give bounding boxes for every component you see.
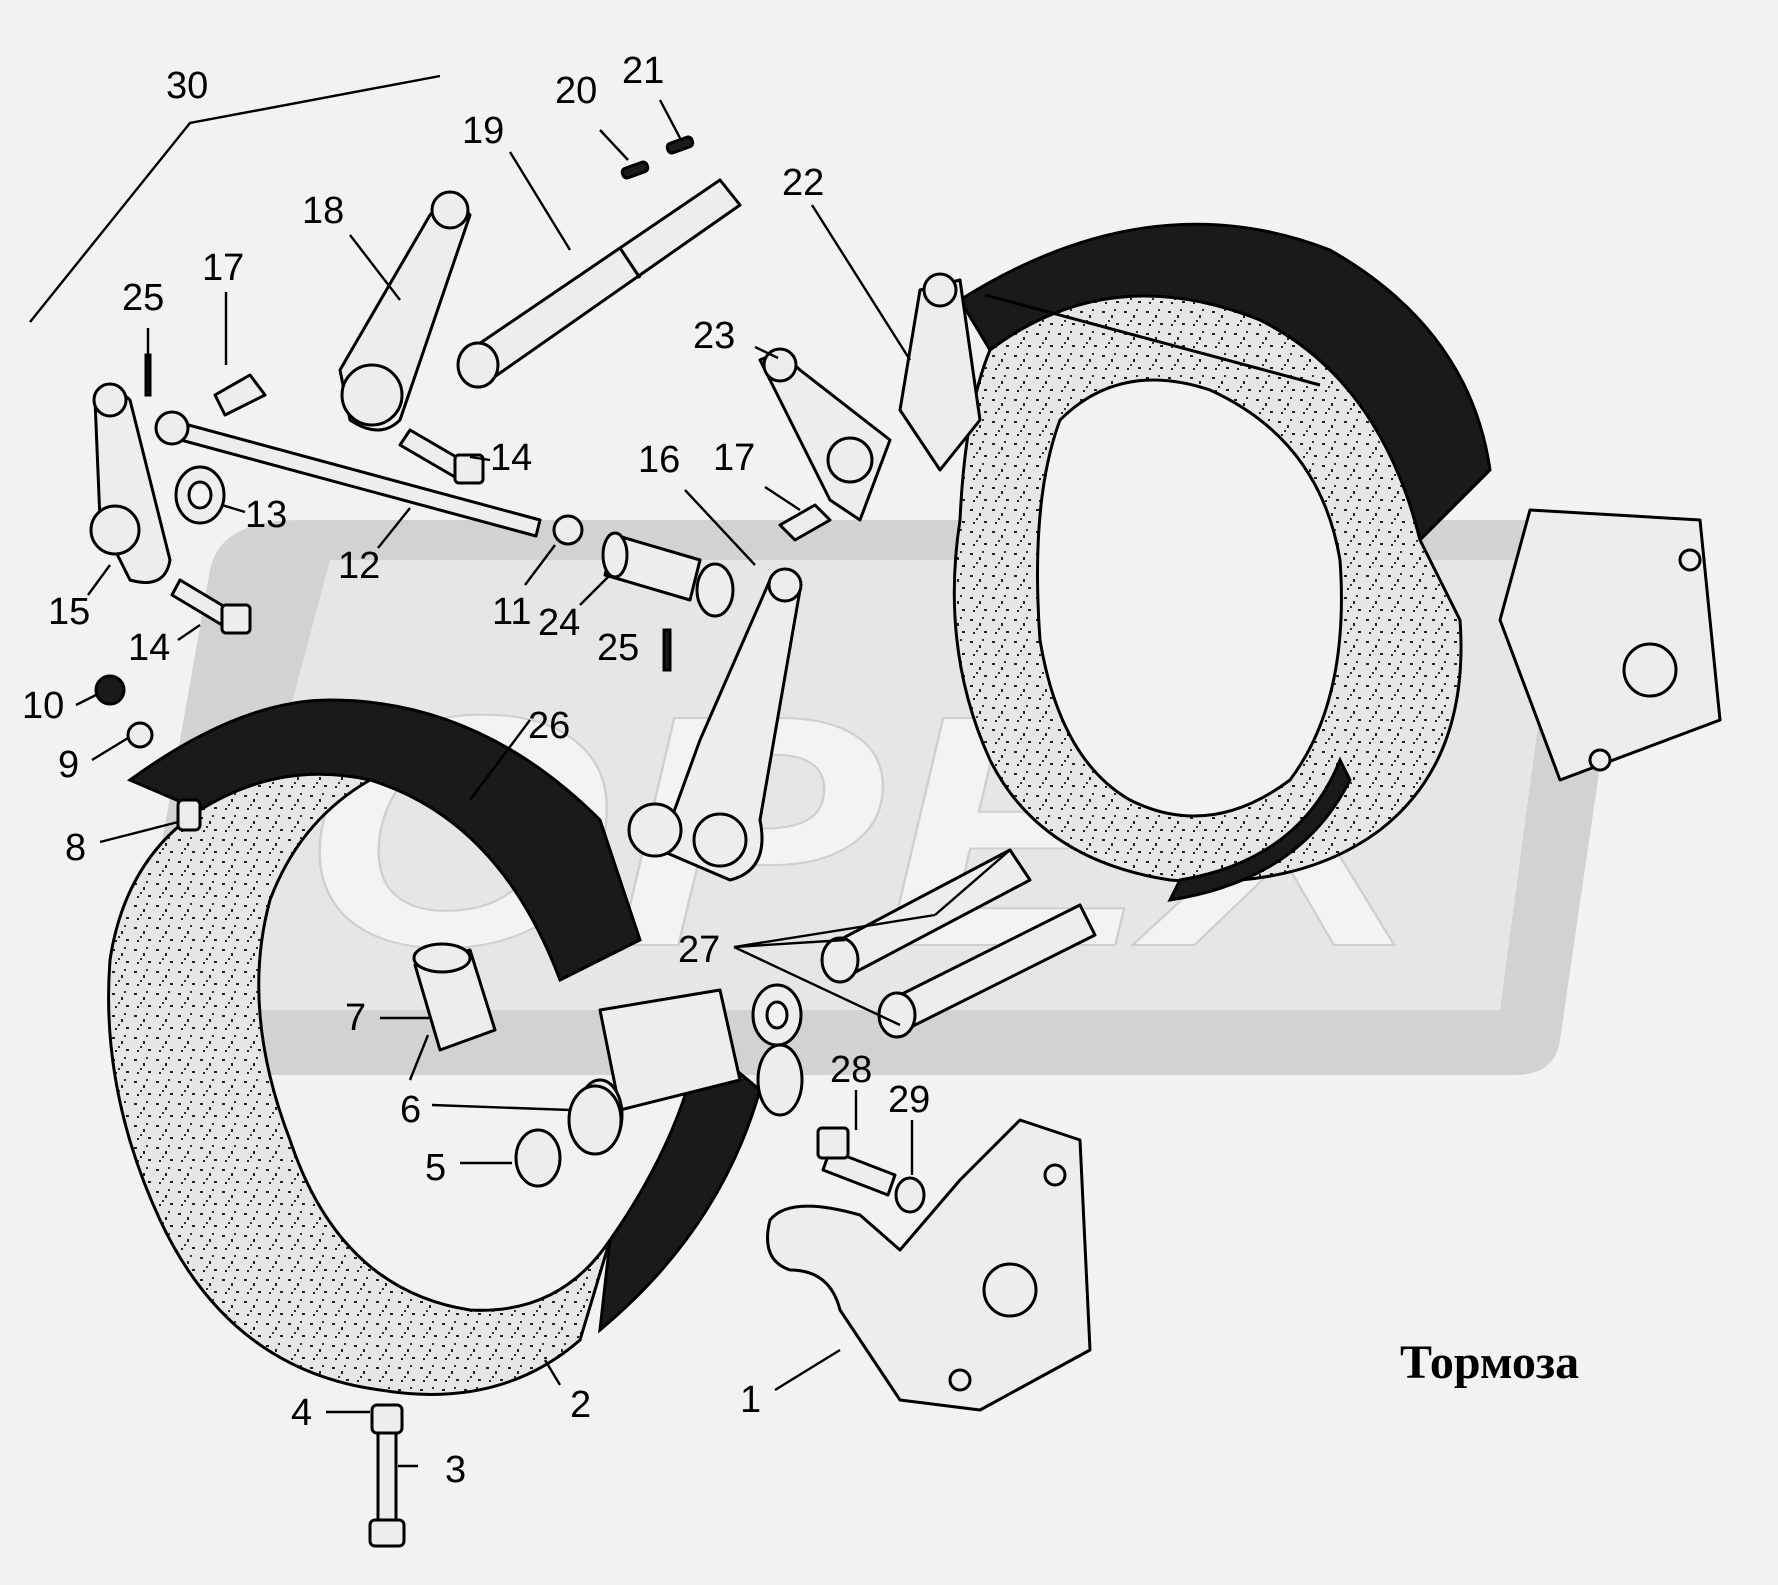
callout-7: 7 bbox=[345, 997, 366, 1039]
small-hardware bbox=[94, 135, 926, 1548]
callout-9: 9 bbox=[58, 744, 79, 786]
callout-3: 3 bbox=[445, 1449, 466, 1491]
right-brake-band bbox=[898, 222, 1722, 902]
pin-20 bbox=[620, 160, 650, 180]
callout-29: 29 bbox=[888, 1079, 930, 1121]
bolt-head-28 bbox=[816, 1126, 850, 1160]
rod-12 bbox=[154, 410, 542, 538]
diagram-title: Тормоза bbox=[1400, 1336, 1579, 1389]
callout-5: 5 bbox=[425, 1147, 446, 1189]
callout-18: 18 bbox=[302, 190, 344, 232]
callout-28: 28 bbox=[830, 1049, 872, 1091]
nut-11 bbox=[552, 514, 584, 546]
clevis-left bbox=[598, 988, 742, 1112]
callout-22: 22 bbox=[782, 162, 824, 204]
callout-11: 11 bbox=[492, 591, 531, 633]
callout-16: 16 bbox=[638, 439, 680, 481]
callout-13: 13 bbox=[245, 494, 287, 536]
callout-6: 6 bbox=[400, 1089, 421, 1131]
callout-4: 4 bbox=[291, 1392, 312, 1434]
cotter-25a bbox=[144, 353, 152, 397]
fork-24 bbox=[601, 531, 735, 618]
callout-2: 2 bbox=[570, 1384, 591, 1426]
cotter-25b bbox=[662, 628, 672, 672]
callout-14a: 14 bbox=[490, 437, 532, 479]
callout-30: 30 bbox=[166, 65, 208, 107]
sleeve-7 bbox=[412, 942, 497, 1052]
callout-25b: 25 bbox=[597, 627, 639, 669]
washer-29 bbox=[894, 1176, 926, 1214]
washer-9 bbox=[126, 721, 154, 749]
pin-8 bbox=[176, 798, 202, 832]
callout-17a: 17 bbox=[202, 247, 244, 289]
bolt-28 bbox=[821, 1148, 897, 1197]
nut-4 bbox=[370, 1403, 404, 1435]
lever-23 bbox=[758, 347, 892, 522]
bracket-right bbox=[1498, 508, 1722, 782]
bracket-1 bbox=[766, 1118, 1092, 1412]
callout-19: 19 bbox=[462, 110, 504, 152]
bolt-head-14b bbox=[220, 603, 252, 635]
lever-16 bbox=[627, 567, 803, 882]
bolt-head-14a bbox=[453, 453, 485, 485]
lever-15 bbox=[89, 382, 172, 584]
bolt-17a bbox=[213, 373, 267, 417]
lever-18 bbox=[338, 190, 472, 432]
callout-14b: 14 bbox=[128, 627, 170, 669]
callout-25a: 25 bbox=[122, 277, 164, 319]
callout-27: 27 bbox=[678, 929, 720, 971]
callout-10: 10 bbox=[22, 685, 64, 727]
callout-15: 15 bbox=[48, 591, 90, 633]
callout-21: 21 bbox=[622, 50, 664, 92]
callout-23: 23 bbox=[693, 315, 735, 357]
shaft-19 bbox=[456, 178, 742, 389]
nut-10 bbox=[94, 674, 126, 706]
callout-26: 26 bbox=[528, 705, 570, 747]
washer-5 bbox=[514, 1128, 562, 1188]
bolt-head-3 bbox=[368, 1518, 406, 1548]
bolt-17b bbox=[778, 503, 832, 542]
callouts: 30 20 21 19 22 18 17 25 23 14 16 17 13 1… bbox=[22, 50, 930, 1491]
callout-12: 12 bbox=[338, 545, 380, 587]
bushing-6 bbox=[567, 1084, 623, 1156]
leader-lines bbox=[29, 74, 1011, 1468]
callout-1: 1 bbox=[740, 1379, 761, 1421]
callout-8: 8 bbox=[65, 827, 86, 869]
pin-21 bbox=[665, 135, 695, 155]
callout-17b: 17 bbox=[713, 437, 755, 479]
callout-24: 24 bbox=[538, 602, 580, 644]
callout-20: 20 bbox=[555, 70, 597, 112]
pins-27 bbox=[820, 848, 1097, 1039]
